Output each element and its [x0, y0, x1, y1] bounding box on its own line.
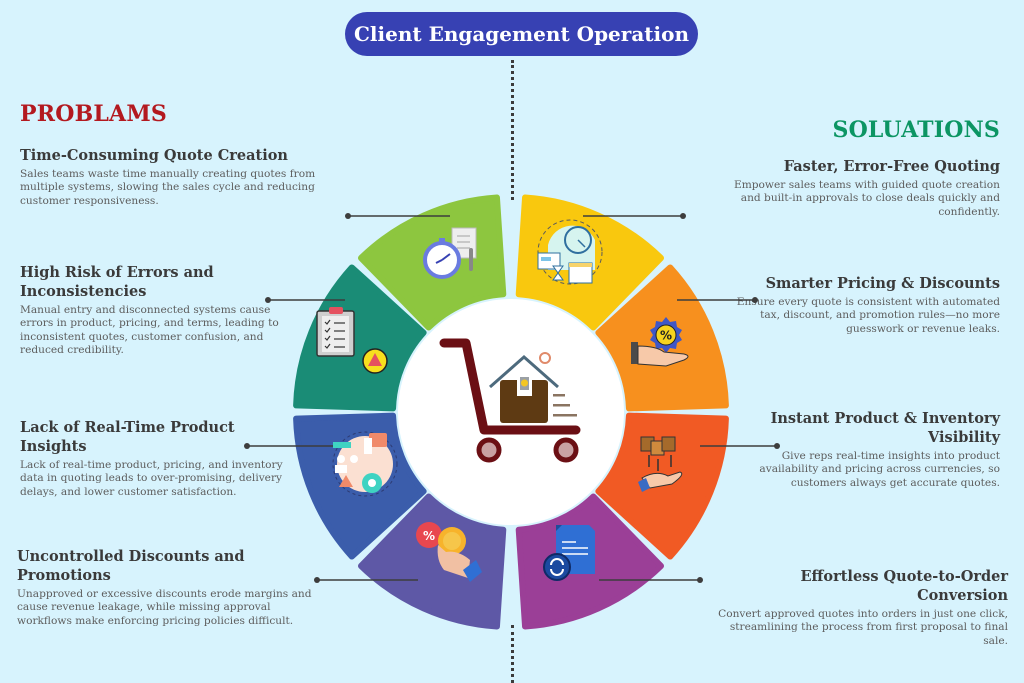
solution-item: Effortless Quote-to-Order Conversion Con… — [708, 567, 1008, 648]
problem-item: Time-Consuming Quote Creation Sales team… — [20, 146, 320, 208]
problems-heading: PROBLAMS — [20, 101, 167, 127]
connector-dot — [244, 443, 250, 449]
problem-title: Uncontrolled Discounts and Promotions — [17, 548, 245, 584]
workflow-confusion-icon — [332, 431, 398, 497]
problem-title: Time-Consuming Quote Creation — [20, 147, 288, 164]
problem-item: Uncontrolled Discounts and Promotions Un… — [17, 547, 322, 628]
clipboard-warning-icon — [316, 307, 388, 374]
problem-description: Manual entry and disconnected systems ca… — [20, 304, 279, 357]
problem-description: Lack of real-time product, pricing, and … — [20, 459, 283, 498]
svg-text:%: % — [660, 329, 672, 343]
solutions-heading: SOLUATIONS — [832, 117, 1000, 143]
connector-dot — [774, 443, 780, 449]
solution-description: Ensure every quote is consistent with au… — [736, 296, 1000, 335]
solution-title: Faster, Error-Free Quoting — [783, 158, 1000, 175]
problem-segment — [293, 264, 427, 412]
solution-description: Empower sales teams with guided quote cr… — [733, 179, 1000, 218]
connector-dot — [752, 297, 758, 303]
problem-description: Unapproved or excessive discounts erode … — [17, 588, 312, 627]
problem-segment — [357, 493, 507, 630]
solution-description: Give reps real-time insights into produc… — [759, 450, 1000, 489]
svg-text:%: % — [423, 529, 435, 543]
problem-title: Lack of Real-Time Product Insights — [20, 419, 235, 455]
problem-description: Sales teams waste time manually creating… — [20, 168, 316, 207]
problem-item: High Risk of Errors and Inconsistencies … — [20, 263, 295, 358]
problem-item: Lack of Real-Time Product Insights Lack … — [20, 418, 290, 499]
center-divider-top — [511, 60, 514, 200]
connector-dot — [265, 297, 271, 303]
solution-title: Instant Product & Inventory Visibility — [770, 410, 1000, 446]
document-sync-icon — [543, 525, 595, 581]
stopwatch-document-icon — [423, 227, 477, 279]
hand-percent-badge-icon: % — [631, 317, 689, 367]
title-banner: Client Engagement Operation — [345, 12, 698, 56]
connector-dot — [314, 577, 320, 583]
fast-quoting-timer-icon — [537, 219, 603, 285]
problem-title: High Risk of Errors and Inconsistencies — [20, 264, 214, 300]
connector-dot — [345, 213, 351, 219]
hand-boxes-icon — [638, 436, 683, 492]
solution-title: Effortless Quote-to-Order Conversion — [800, 568, 1008, 604]
solution-description: Convert approved quotes into orders in j… — [718, 608, 1008, 647]
solution-item: Instant Product & Inventory Visibility G… — [730, 409, 1000, 490]
solution-item: Faster, Error-Free Quoting Empower sales… — [725, 157, 1000, 219]
delivery-cart-house-icon — [439, 338, 581, 463]
solution-title: Smarter Pricing & Discounts — [765, 275, 1000, 292]
connector-dot — [680, 213, 686, 219]
connector-dot — [697, 577, 703, 583]
hand-discount-coin-icon: % — [416, 522, 482, 582]
center-divider-bottom — [511, 625, 514, 683]
solution-item: Smarter Pricing & Discounts Ensure every… — [735, 274, 1000, 336]
page-title: Client Engagement Operation — [354, 22, 689, 46]
